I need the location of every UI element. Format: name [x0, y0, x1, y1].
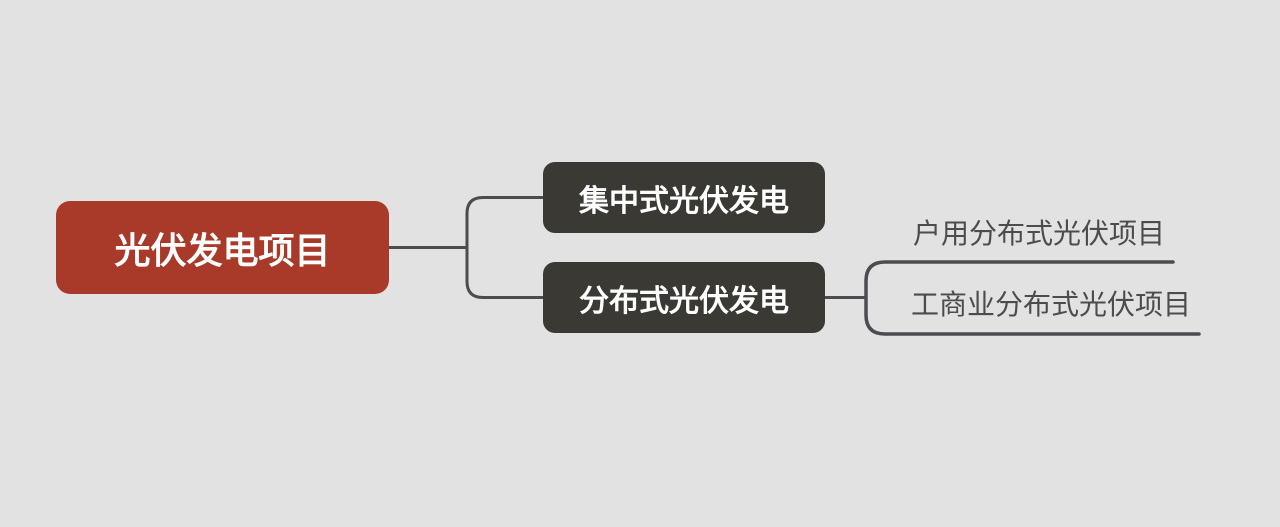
leaf-node-commercial-pv[interactable]: 工商业分布式光伏项目 [911, 289, 1192, 320]
child-node-distributed-pv[interactable]: 分布式光伏发电 [543, 262, 825, 333]
connector-children-bracket [465, 196, 545, 299]
root-node-pv-project[interactable]: 光伏发电项目 [56, 201, 389, 294]
leaf-node-household-pv[interactable]: 户用分布式光伏项目 [913, 218, 1166, 249]
child-node-centralized-pv[interactable]: 集中式光伏发电 [543, 162, 825, 233]
